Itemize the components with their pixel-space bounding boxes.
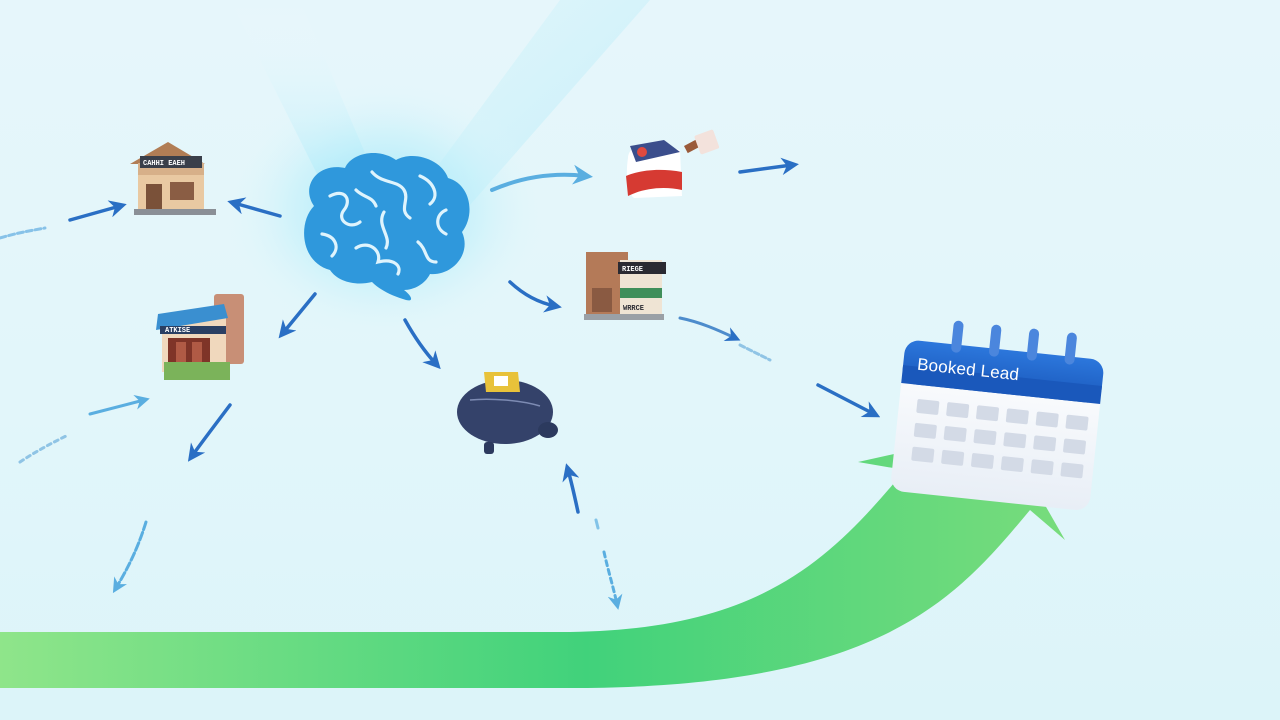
arrow	[490, 164, 593, 192]
arrow	[508, 280, 562, 313]
storefront-sign: CAHHI EAEH	[143, 160, 185, 168]
arrow	[816, 383, 881, 418]
hardware-store-icon	[626, 129, 720, 198]
flow-arrows	[0, 157, 881, 610]
brain-icon	[304, 153, 470, 301]
arrow	[112, 520, 148, 594]
arrow	[678, 316, 741, 341]
growth-arrow-icon	[0, 430, 1065, 689]
arrow	[88, 394, 150, 416]
storefront-sign: WRRCE	[623, 305, 644, 313]
arrow	[227, 197, 282, 218]
storefront-sign: ATKISE	[165, 327, 190, 335]
arrow	[738, 157, 799, 176]
arrow	[403, 318, 441, 370]
calendar-icon: Booked Lead	[891, 320, 1104, 510]
arrow	[18, 434, 68, 464]
piggy-bank-icon	[457, 372, 558, 454]
arrow	[0, 226, 47, 240]
arrow	[562, 463, 580, 514]
arrow	[187, 403, 232, 462]
storefront-icon: ATKISE	[156, 294, 244, 380]
arrow	[594, 518, 600, 530]
arrow	[68, 200, 127, 222]
shop-building-icon: RIEGE WRRCE	[584, 252, 666, 320]
storefront-sign: RIEGE	[622, 266, 643, 274]
arrow	[738, 343, 772, 362]
arrow	[278, 292, 317, 339]
arrow	[602, 550, 623, 610]
storefront-icon: CAHHI EAEH	[130, 142, 216, 215]
